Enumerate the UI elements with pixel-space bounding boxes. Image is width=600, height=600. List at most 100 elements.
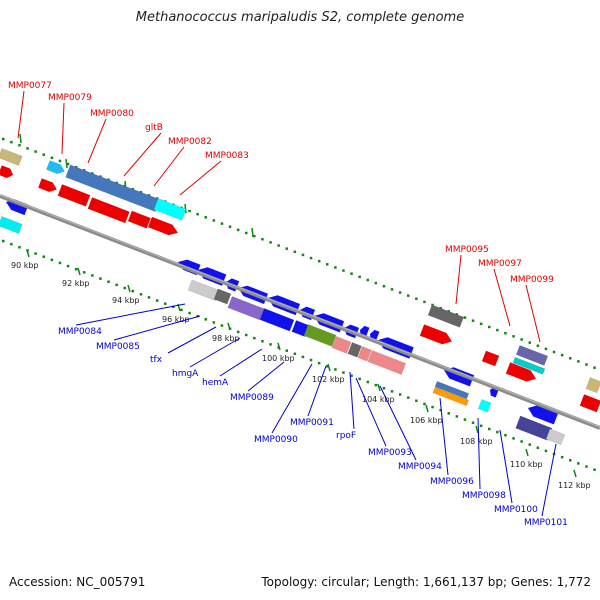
gene-feature (148, 216, 178, 236)
inner-tick (415, 399, 418, 403)
inner-tick (212, 321, 216, 324)
tick-mark (377, 383, 381, 392)
outer-tick (317, 259, 321, 263)
gene-label: MMP0089 (230, 393, 274, 403)
label-leader (17, 90, 25, 139)
gene-label: hmgA (172, 369, 199, 379)
label-leader (219, 348, 263, 377)
inner-tick (34, 252, 37, 255)
tick-mark (475, 425, 479, 434)
label-leader (499, 429, 513, 504)
gene-feature (38, 178, 57, 192)
outer-tick (188, 209, 191, 213)
outer-tick (269, 241, 272, 244)
label-leader (477, 417, 481, 490)
outer-tick (204, 216, 207, 219)
tick-label: 94 kbp (112, 296, 140, 305)
inner-tick (58, 261, 62, 265)
inner-tick (99, 277, 102, 280)
outer-tick (536, 344, 540, 348)
gene-feature (419, 324, 452, 345)
gene-label: MMP0080 (90, 109, 134, 119)
gene-feature (528, 405, 559, 425)
label-leader (439, 397, 449, 476)
tick-mark (277, 342, 281, 351)
outer-tick (358, 275, 361, 279)
inner-tick (74, 267, 78, 271)
inner-tick (593, 468, 596, 471)
gene-features (0, 148, 600, 446)
outer-tick (398, 291, 402, 294)
tick-label: 98 kbp (212, 334, 240, 343)
gene-label: tfx (150, 355, 163, 365)
label-leader (349, 371, 355, 430)
inner-tick (358, 377, 361, 381)
outer-tick (382, 284, 386, 288)
label-leader (75, 303, 186, 326)
gene-label: MMP0090 (254, 435, 298, 445)
inner-tick (107, 280, 110, 283)
label-leader (379, 385, 417, 461)
inner-tick (10, 242, 13, 246)
outer-tick (334, 266, 337, 269)
inner-tick (188, 311, 191, 315)
inner-tick (220, 324, 224, 327)
gene-label: gltB (145, 123, 163, 133)
outer-tick (342, 269, 345, 272)
outer-tick (471, 319, 475, 322)
gene-feature (0, 148, 23, 166)
inner-tick (91, 274, 94, 277)
label-leader (123, 132, 162, 177)
outer-tick (366, 278, 369, 282)
outer-tick (196, 212, 199, 216)
inner-tick (42, 255, 45, 258)
gene-feature (259, 308, 295, 332)
outer-tick (58, 159, 62, 163)
outer-tick (245, 231, 248, 235)
outer-tick (447, 310, 450, 313)
outer-tick (236, 228, 240, 232)
gene-feature (347, 342, 362, 358)
gene-label: MMP0098 (462, 491, 506, 501)
label-leader (153, 146, 185, 187)
tick-mark (425, 404, 429, 413)
tick-mark (77, 267, 81, 276)
outer-tick (544, 347, 548, 351)
gene-feature (357, 346, 372, 362)
outer-tick (504, 331, 507, 335)
inner-tick (326, 365, 329, 368)
inner-tick (301, 355, 305, 359)
outer-tick (496, 328, 499, 332)
inner-tick (131, 289, 135, 293)
outer-tick (390, 288, 394, 291)
tick-label: 92 kbp (62, 279, 90, 288)
gene-feature (0, 165, 14, 178)
inner-tick (439, 408, 442, 412)
outer-tick (407, 294, 410, 297)
inner-tick (261, 340, 264, 343)
inner-tick (172, 305, 175, 309)
tick-label: 110 kbp (510, 460, 543, 469)
major-tick (184, 203, 187, 214)
gene-label: MMP0077 (8, 81, 52, 91)
major-tick (251, 227, 254, 238)
genome-backbone-highlight (0, 194, 600, 428)
inner-tick (317, 361, 321, 365)
inner-tick (398, 393, 402, 396)
label-leader (493, 268, 511, 327)
inner-tick (512, 437, 515, 440)
gene-feature (512, 356, 546, 375)
gene-feature (585, 377, 600, 394)
inner-tick (390, 390, 394, 393)
inner-tick (528, 443, 531, 446)
gene-feature (427, 304, 465, 328)
inner-tick (18, 246, 21, 249)
outer-tick (455, 313, 459, 316)
genome-summary-text: Topology: circular; Length: 1,661,137 bp… (261, 575, 591, 589)
gene-label: MMP0091 (290, 418, 334, 428)
inner-tick (455, 415, 459, 418)
inner-tick (147, 296, 151, 299)
inner-tick (123, 286, 126, 290)
gene-label: MMP0079 (48, 93, 92, 103)
